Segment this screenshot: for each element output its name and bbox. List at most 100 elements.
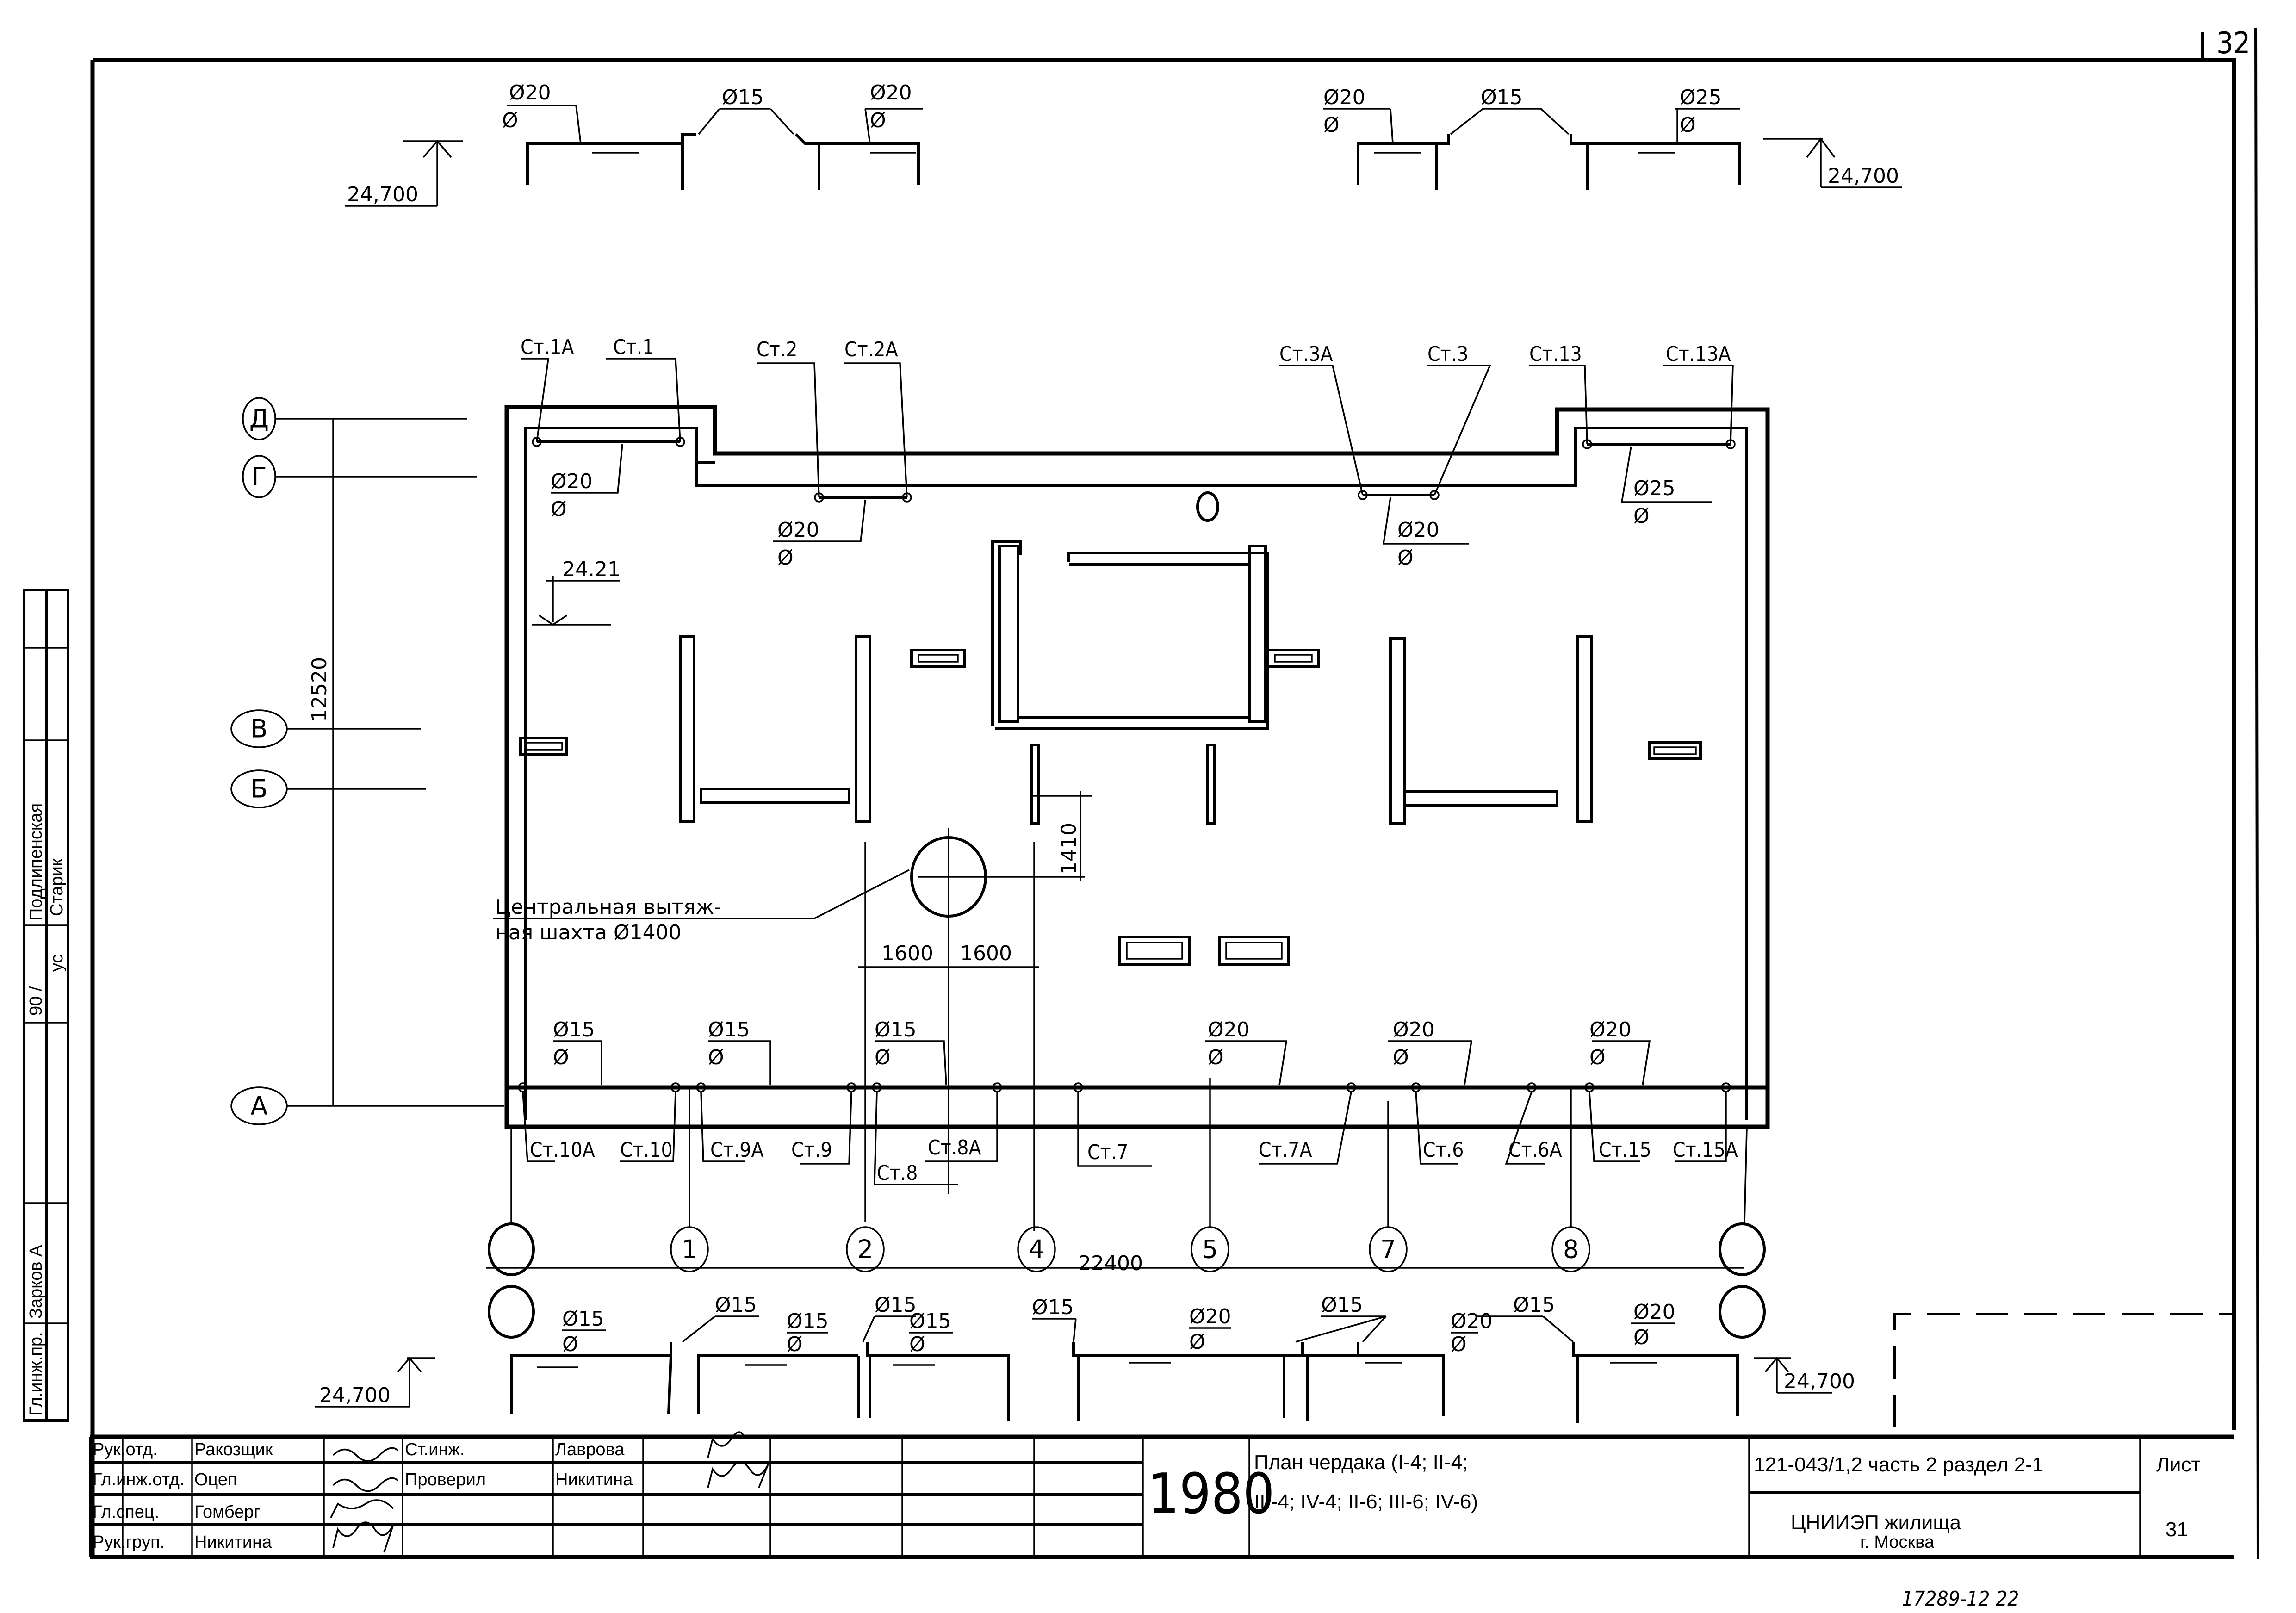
riser-label: Ст.6 xyxy=(1423,1138,1464,1162)
side-stamp-name-2: Подлипенская xyxy=(26,803,46,921)
sheet-corner-number: 32 xyxy=(2216,26,2250,61)
shaft-dim-right: 1600 xyxy=(960,942,1012,965)
scheme-label: Ø xyxy=(1323,113,1340,137)
riser-label: Ст.13А xyxy=(1666,342,1731,366)
year: 1980 xyxy=(1148,1462,1275,1526)
riser-callout: Ст.8 xyxy=(874,1092,958,1185)
riser-callout: Ст.8А xyxy=(925,1092,998,1162)
scheme-label: Ø xyxy=(502,109,518,132)
scheme-label: Ø xyxy=(870,109,886,132)
shaft-offset-dim: 1410 xyxy=(1057,823,1081,875)
riser-label: Ст.10А xyxy=(530,1138,595,1162)
axis-row-label: Б xyxy=(250,775,267,804)
side-stamp-name-3: Старик xyxy=(47,858,67,916)
axis-column-label: 2 xyxy=(857,1235,873,1264)
top-risers: Ст.1А Ст.1 Ст.2 Ст.2А Ст.3А Ст.3 Ст.13 С… xyxy=(521,335,1736,570)
riser-callout: Ст.7 xyxy=(1077,1092,1152,1167)
attic-plan: 1410 1600 1600 Центральная вытяж- ная ша… xyxy=(230,335,1770,1339)
riser-callout: Ст.15 xyxy=(1589,1092,1651,1162)
row-axes: Д Г В Б А 12520 xyxy=(230,397,504,1125)
scheme-label: Ø15 xyxy=(875,1293,917,1317)
pipe-symbol: Ø xyxy=(551,497,567,521)
riser-callout: Ст.9А xyxy=(700,1092,764,1162)
riser-label: Ст.7А xyxy=(1259,1138,1312,1162)
project-code: 121-043/1,2 часть 2 раздел 2-1 xyxy=(1754,1453,2043,1476)
sheet-number: 31 xyxy=(2166,1518,2188,1541)
name2: Лаврова xyxy=(555,1440,625,1459)
signature xyxy=(707,1461,769,1488)
riser-label: Ст.13 xyxy=(1529,342,1582,366)
side-stamp-name: Зарков А xyxy=(26,1245,46,1319)
signature xyxy=(332,1477,399,1492)
riser-callout: Ст.15А xyxy=(1673,1092,1738,1162)
side-stamp-number: 90 / xyxy=(26,986,46,1016)
riser-callout: Ст.1А xyxy=(521,335,574,442)
pipe-symbol: Ø xyxy=(708,1046,724,1069)
pipe-symbol: Ø xyxy=(553,1046,569,1069)
side-stamp: Гл.инж.пр. Зарков А 90 / ус Подлипенская… xyxy=(23,589,69,1422)
signature xyxy=(332,1447,399,1462)
riser-callout: Ст.2 xyxy=(757,338,820,498)
riser-label: Ст.3А xyxy=(1279,342,1333,366)
scheme-level-mark: 24,700 xyxy=(319,1383,391,1407)
top-right-pipe-scheme: Ø20 Ø Ø15 Ø25 Ø 24,700 xyxy=(1323,86,1902,190)
riser-label: Ст.2А xyxy=(844,338,898,361)
signature xyxy=(707,1431,746,1458)
pipe-symbol: Ø xyxy=(1208,1046,1224,1069)
scheme-level-mark: 24,700 xyxy=(1828,164,1899,188)
riser-callout: Ст.6 xyxy=(1415,1092,1464,1165)
name: Гомберг xyxy=(194,1502,260,1522)
role: Гл.спец. xyxy=(93,1502,159,1522)
scheme-label: Ø15 xyxy=(909,1309,951,1333)
riser-label: Ст.6А xyxy=(1508,1138,1562,1162)
riser-label: Ст.10 xyxy=(620,1138,673,1162)
pipe-symbol: Ø xyxy=(1589,1046,1606,1069)
pipe-diameter: Ø15 xyxy=(708,1018,750,1042)
axis-column-label: 8 xyxy=(1563,1235,1579,1264)
pipe-diameter: Ø15 xyxy=(553,1018,595,1042)
scheme-level-mark: 24,700 xyxy=(347,183,418,206)
signature xyxy=(330,1499,394,1518)
scheme-level-mark: 24,700 xyxy=(1784,1370,1855,1393)
scheme-label: Ø20 xyxy=(509,81,551,105)
column-axes: 22400 1 2 4 5 7 8 xyxy=(486,1078,1766,1339)
level-mark: 24.21 xyxy=(562,558,621,581)
side-stamp-role: Гл.инж.пр. xyxy=(26,1332,46,1416)
scheme-label: Ø20 xyxy=(1451,1309,1493,1333)
riser-label: Ст.8 xyxy=(877,1161,918,1185)
top-left-pipe-scheme: Ø20 Ø Ø15 Ø20 Ø 24,700 xyxy=(345,81,923,207)
scheme-label: Ø15 xyxy=(1513,1293,1555,1317)
riser-callout: Ст.13 xyxy=(1529,342,1588,445)
axis-row-label: В xyxy=(250,714,267,744)
riser-label: Ст.9А xyxy=(710,1138,764,1162)
scheme-label: Ø25 xyxy=(1680,86,1722,109)
riser-callout: Ст.10 xyxy=(620,1092,676,1162)
title-line-1: План чердака (I-4; II-4; xyxy=(1254,1451,1468,1474)
signature xyxy=(332,1521,394,1553)
axis-row-label: Д xyxy=(249,404,269,434)
scheme-label: Ø20 xyxy=(870,81,912,105)
riser-callout: Ст.1 xyxy=(606,335,681,442)
axis-row-label: Г xyxy=(252,462,267,491)
city: г. Москва xyxy=(1860,1532,1935,1552)
axis-column-label: 7 xyxy=(1380,1235,1396,1264)
riser-label: Ст.7 xyxy=(1087,1141,1128,1164)
pipe-diameter: Ø20 xyxy=(1393,1018,1435,1042)
title-block-row: Гл.спец. Гомберг xyxy=(93,1502,260,1522)
pipe-diameter: Ø20 xyxy=(1589,1018,1632,1042)
scheme-label: Ø xyxy=(909,1333,925,1356)
bottom-pipe-scheme: Ø15 Ø Ø15 Ø15 Ø Ø15 Ø15 Ø Ø15 Ø20 Ø Ø15 … xyxy=(315,1293,1855,1423)
title-line-2: III-4; IV-4; II-6; III-6; IV-6) xyxy=(1254,1490,1478,1513)
riser-callout: Ст.6А xyxy=(1505,1092,1562,1165)
